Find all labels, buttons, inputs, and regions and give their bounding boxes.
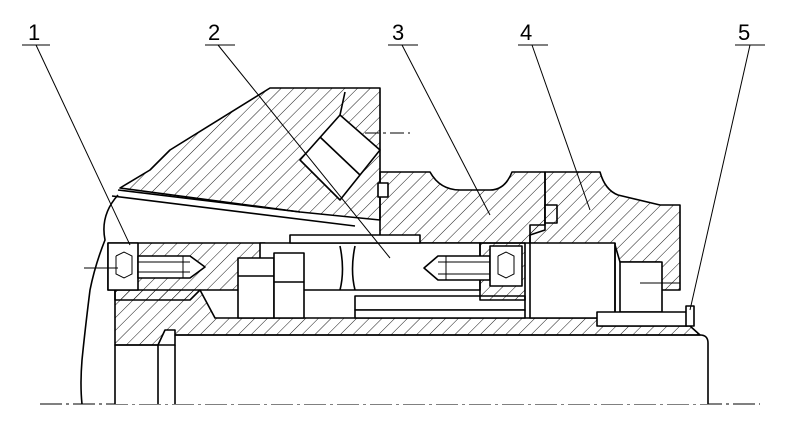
callout-label: 4 [520, 20, 532, 45]
break-line [80, 194, 119, 405]
part-5-pin [596, 305, 695, 327]
part-2-body [119, 87, 381, 221]
callout-label: 2 [208, 20, 220, 45]
callout-4: 4 [518, 20, 591, 211]
callout-1: 1 [22, 20, 131, 246]
callout-label: 3 [392, 20, 404, 45]
part-1-flange [107, 242, 266, 301]
sleeve [114, 289, 701, 346]
callout-2: 2 [205, 20, 391, 259]
callout-label: 5 [738, 20, 750, 45]
right-screw [423, 242, 526, 301]
callout-3: 3 [388, 20, 491, 216]
shaft [114, 334, 709, 404]
callout-label: 1 [28, 20, 40, 45]
callout-5: 5 [689, 20, 765, 311]
part-4-flange [529, 171, 681, 319]
